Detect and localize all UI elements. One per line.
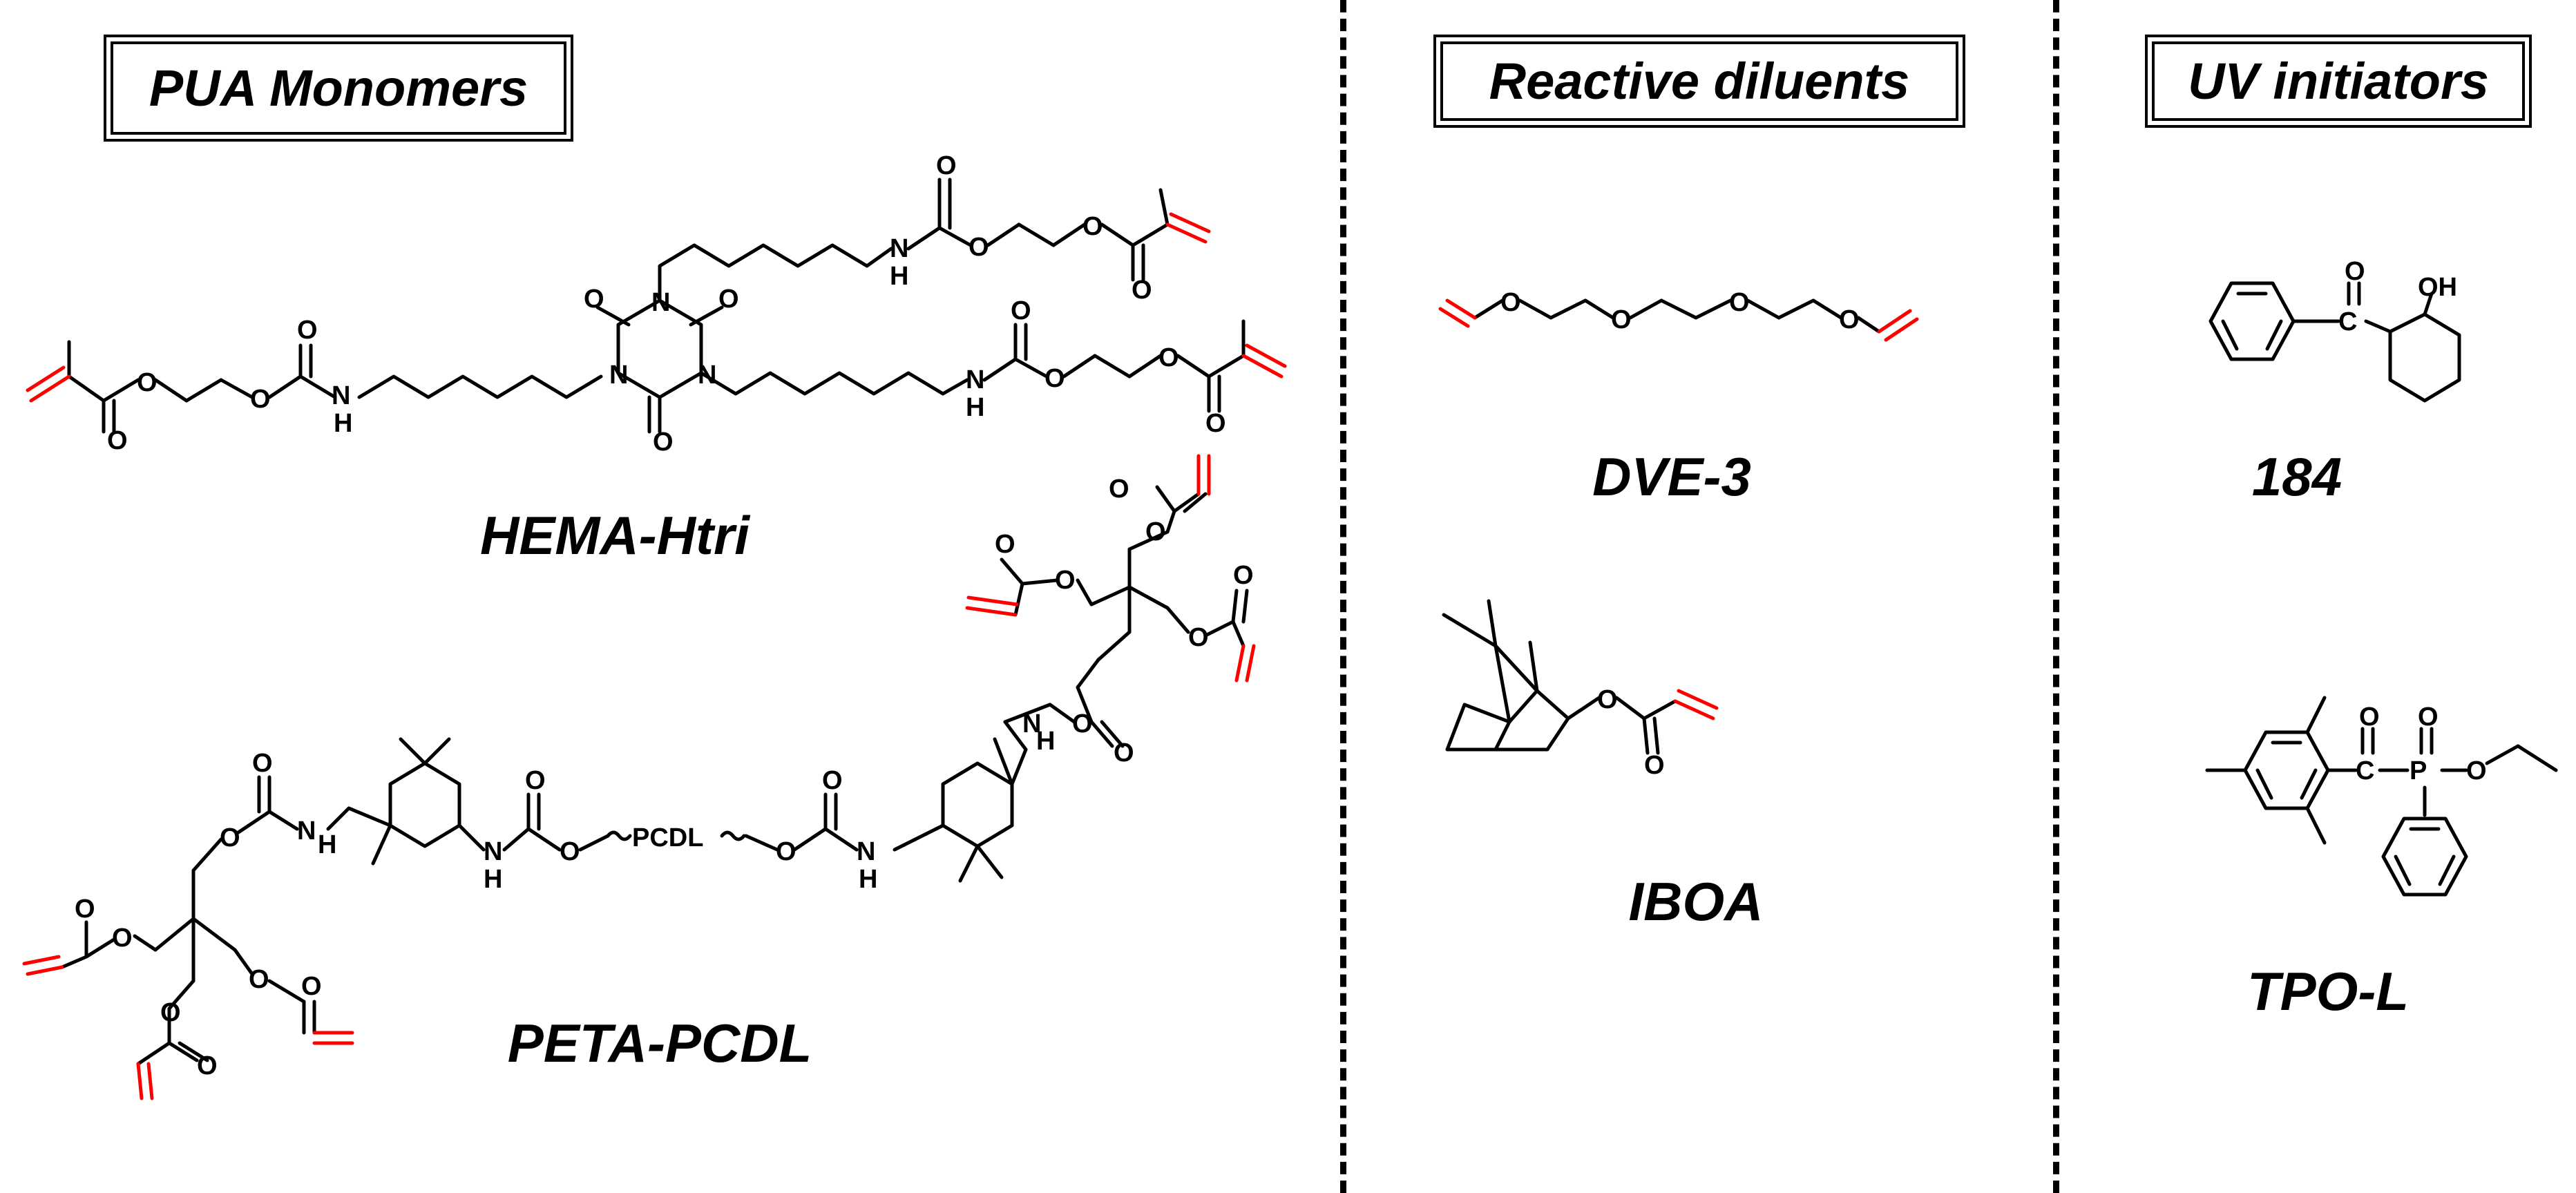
section-divider-left	[1340, 0, 1346, 1193]
svg-text:O: O	[1044, 364, 1065, 393]
label-hema-htri: HEMA-Htri	[480, 505, 750, 566]
svg-text:N: N	[332, 381, 350, 410]
svg-text:N: N	[297, 817, 316, 846]
svg-text:O: O	[718, 285, 739, 314]
svg-text:O: O	[1055, 566, 1076, 595]
svg-text:O: O	[525, 766, 546, 795]
svg-text:O: O	[2345, 257, 2365, 286]
svg-text:N: N	[484, 837, 502, 866]
svg-text:O: O	[1233, 561, 1254, 590]
dve3-structure	[1473, 298, 1881, 334]
svg-text:H: H	[484, 865, 502, 894]
uv-initiators-header: UV initiators	[2145, 35, 2532, 128]
svg-text:C: C	[2356, 756, 2374, 785]
svg-text:O: O	[1205, 409, 1226, 438]
svg-text:O: O	[1114, 738, 1134, 767]
label-184: 184	[2251, 446, 2343, 507]
svg-text:O: O	[936, 151, 957, 180]
svg-text:O: O	[1644, 751, 1665, 780]
tpo-l-structure	[2205, 696, 2558, 897]
svg-text:N: N	[651, 288, 670, 317]
svg-text:O: O	[252, 749, 273, 778]
svg-text:O: O	[584, 285, 604, 314]
iboa-structure	[1442, 599, 1677, 755]
pcdl-label: PCDL	[632, 823, 703, 852]
svg-text:N: N	[966, 365, 984, 394]
svg-text:H: H	[859, 865, 877, 894]
label-iboa: IBOA	[1628, 871, 1764, 932]
svg-text:N: N	[890, 234, 908, 263]
svg-text:O: O	[653, 428, 674, 457]
label-dve3: DVE-3	[1592, 446, 1751, 507]
svg-text:O: O	[1729, 288, 1750, 317]
section-divider-right	[2053, 0, 2059, 1193]
svg-text:O: O	[2359, 703, 2380, 732]
svg-text:P: P	[2410, 756, 2427, 785]
svg-text:O: O	[1158, 343, 1179, 372]
svg-text:O: O	[1839, 305, 1860, 334]
svg-text:O: O	[137, 368, 158, 397]
svg-text:O: O	[1132, 276, 1152, 305]
svg-text:O: O	[1082, 212, 1103, 241]
oh-label: OH	[2418, 273, 2457, 302]
svg-text:O: O	[2466, 756, 2487, 785]
uv-initiators-title: UV initiators	[2152, 41, 2525, 121]
svg-text:O: O	[1188, 623, 1209, 652]
reactive-groups	[22, 212, 1919, 1100]
peta-pcdl-structure	[60, 485, 1249, 1066]
svg-text:N: N	[609, 361, 628, 390]
svg-text:O: O	[560, 837, 580, 866]
184-structure	[2208, 281, 2461, 403]
svg-text:O: O	[1500, 288, 1521, 317]
svg-text:H: H	[966, 393, 984, 422]
pua-monomers-title: PUA Monomers	[111, 41, 566, 135]
svg-text:O: O	[776, 837, 796, 866]
svg-text:O: O	[297, 316, 318, 345]
svg-text:H: H	[890, 262, 908, 291]
svg-text:O: O	[1109, 475, 1129, 504]
svg-text:O: O	[75, 895, 95, 924]
atom-labels: O O O O N H O O N N O N N H O O O O N H …	[75, 151, 2487, 1080]
svg-text:O: O	[112, 924, 133, 953]
svg-text:O: O	[2418, 703, 2439, 732]
svg-text:O: O	[822, 766, 843, 795]
svg-text:C: C	[2338, 307, 2357, 336]
label-peta-pcdl: PETA-PCDL	[507, 1013, 812, 1073]
label-tpo-l: TPO-L	[2247, 961, 2409, 1022]
svg-text:O: O	[250, 385, 271, 414]
reactive-diluents-header: Reactive diluents	[1433, 35, 1965, 128]
pua-monomers-header: PUA Monomers	[104, 35, 573, 142]
reactive-diluents-title: Reactive diluents	[1440, 41, 1958, 121]
svg-text:O: O	[220, 823, 240, 852]
svg-text:O: O	[160, 998, 181, 1027]
svg-text:O: O	[301, 972, 322, 1001]
svg-text:O: O	[995, 530, 1015, 559]
svg-text:H: H	[1036, 727, 1055, 756]
svg-text:H: H	[318, 830, 336, 859]
hema-htri-structure	[67, 178, 1246, 434]
svg-text:O: O	[107, 426, 128, 455]
svg-text:O: O	[197, 1051, 218, 1080]
svg-text:O: O	[1145, 517, 1166, 546]
svg-text:O: O	[1597, 685, 1618, 714]
svg-text:O: O	[1611, 305, 1632, 334]
svg-text:O: O	[969, 233, 989, 262]
svg-text:N: N	[698, 361, 716, 390]
svg-text:O: O	[1072, 709, 1093, 738]
svg-text:H: H	[334, 409, 352, 438]
svg-text:N: N	[1022, 709, 1041, 738]
svg-text:O: O	[1011, 296, 1031, 325]
svg-text:O: O	[249, 965, 269, 994]
svg-text:N: N	[857, 837, 875, 866]
